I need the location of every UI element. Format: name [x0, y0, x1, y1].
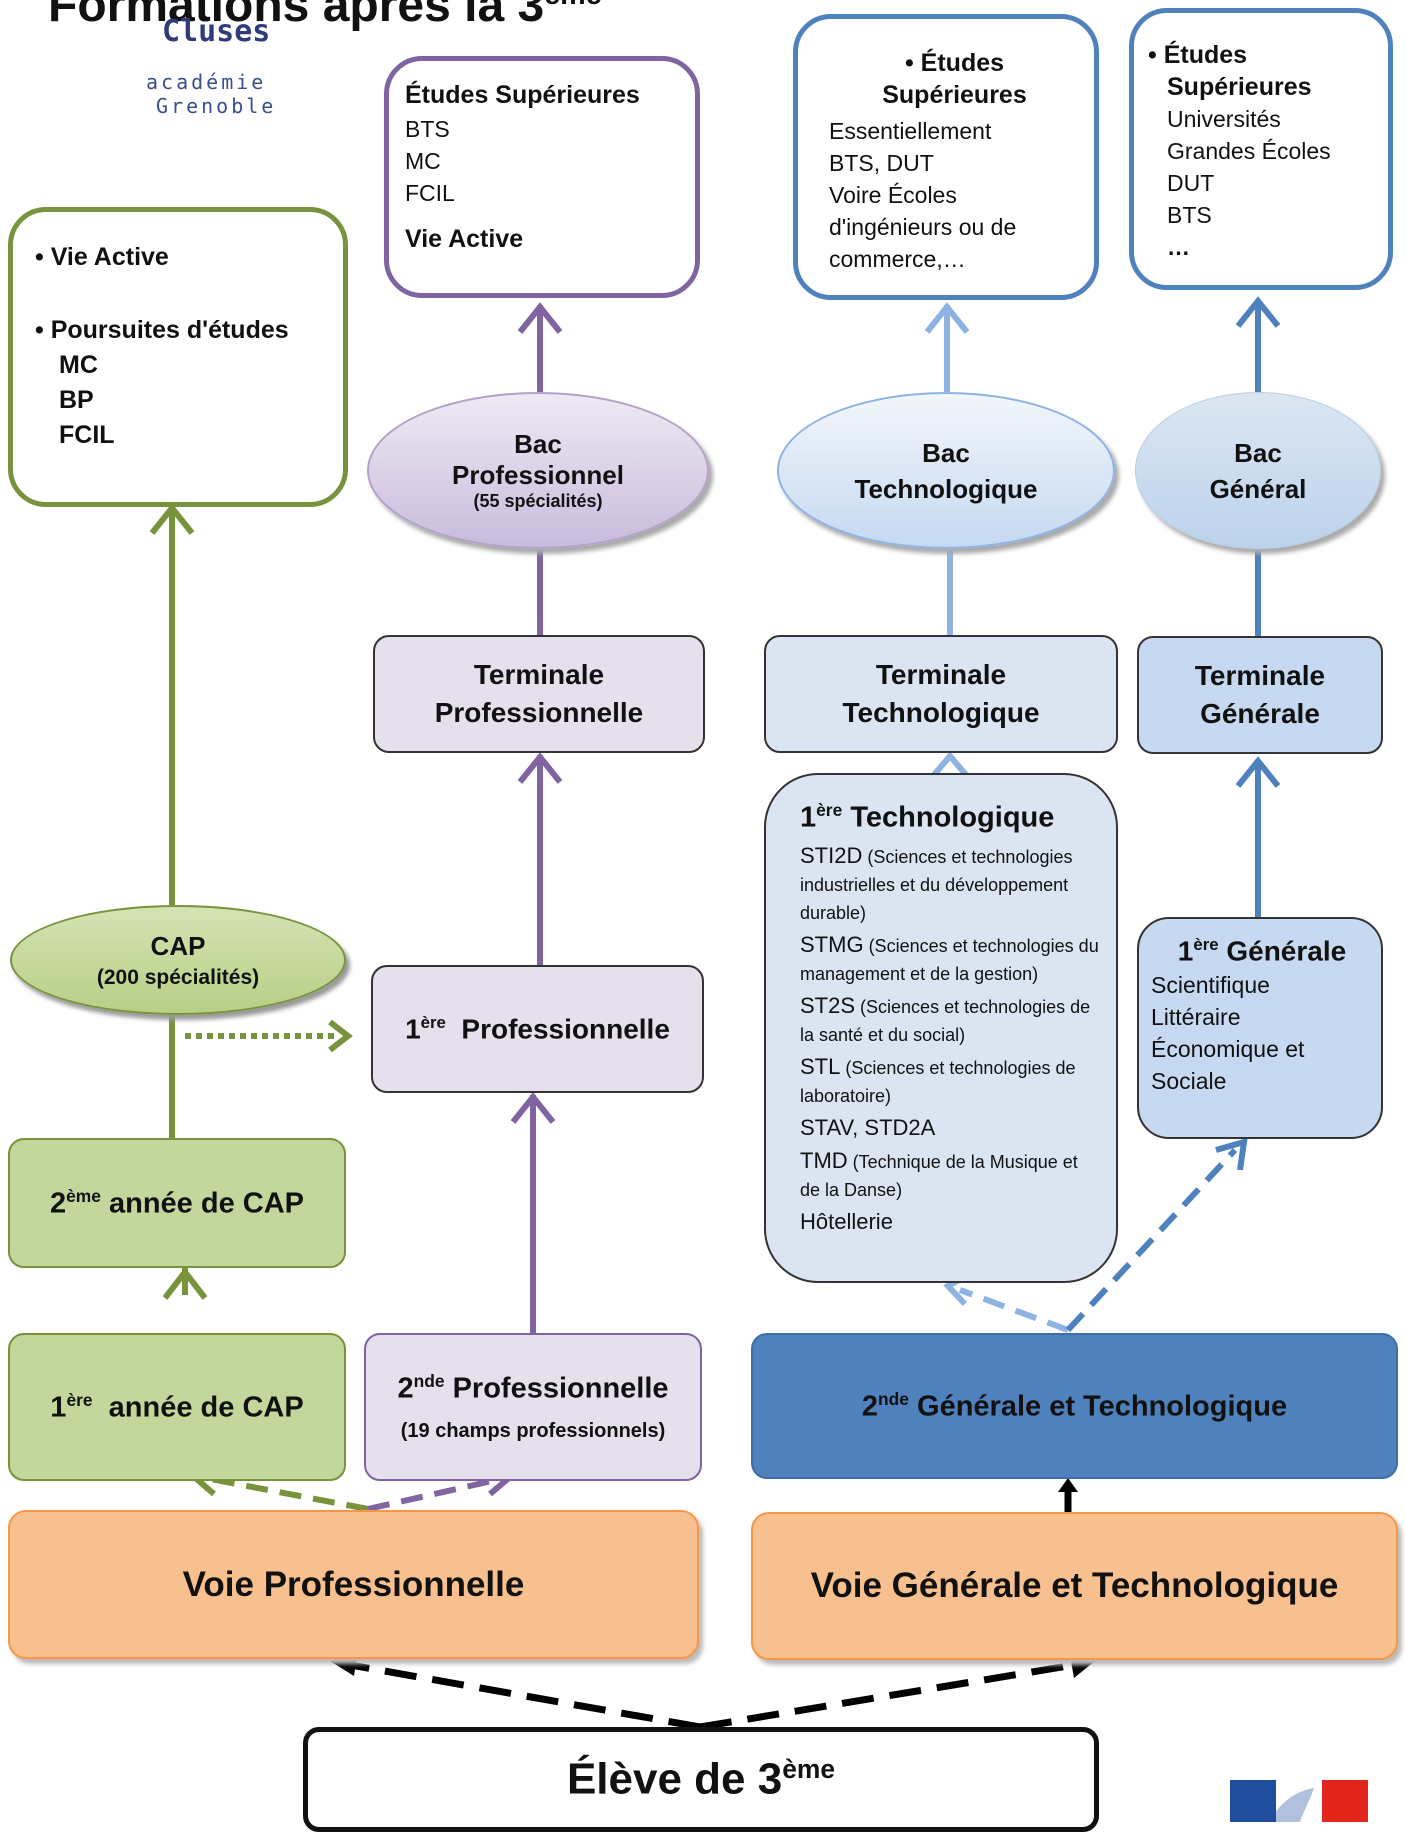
- bac-techno-line2: Technologique: [854, 473, 1038, 504]
- voie-gt-box: Voie Générale et Technologique: [751, 1512, 1398, 1660]
- techno-option-stav-std2a: STAV, STD2A: [800, 1114, 936, 1140]
- voie-pro-label: Voie Professionnelle: [182, 1564, 525, 1604]
- bac-general-ellipse: Bac Général: [1135, 392, 1381, 549]
- techno-option-stl: STL (Sciences et technologies de laborat…: [800, 1053, 1076, 1106]
- techno-line-1: Essentiellement: [829, 118, 992, 144]
- general-connectors: [1065, 296, 1281, 1333]
- general-option-2: Littéraire: [1151, 1004, 1241, 1031]
- terminale-pro-line1: Terminale: [473, 659, 605, 690]
- bac-pro-sub: (55 spécialités): [473, 491, 603, 511]
- cap-year1-box: 1ère année de CAP: [8, 1333, 346, 1481]
- eleve-box: Élève de 3ème: [303, 1727, 1099, 1832]
- purple-heading: Études Supérieures: [405, 81, 640, 109]
- purple-outcomes-box: Études Supérieures BTS MC FCIL Vie Activ…: [384, 56, 700, 298]
- general-outcomes-box: • Études Supérieures Universités Grandes…: [1129, 8, 1393, 290]
- purple-footer: Vie Active: [405, 225, 524, 253]
- premiere-general-title: 1ère Générale: [1177, 935, 1347, 967]
- bac-techno-line1: Bac: [922, 437, 970, 468]
- general-line-1: Universités: [1167, 106, 1281, 132]
- green-list-mc: MC: [59, 351, 98, 379]
- techno-option-sti2d: STI2D (Sciences et technologies industri…: [800, 842, 1073, 923]
- poursuites-item: • Poursuites d'études: [35, 316, 289, 344]
- premiere-general-box: 1ère Générale Scientifique Littéraire Éc…: [1137, 917, 1383, 1139]
- premiere-pro-box: 1ère Professionnelle: [371, 965, 704, 1093]
- page-title: Formations après la 3ème: [48, 0, 602, 32]
- cap-title: CAP: [150, 930, 206, 961]
- general-line-2: Grandes Écoles: [1167, 138, 1331, 164]
- techno-option-hotellerie: Hôtellerie: [800, 1208, 893, 1234]
- green-list-bp: BP: [59, 386, 94, 414]
- techno-line-3: Voire Écoles: [829, 182, 957, 208]
- terminale-general-box: Terminale Générale: [1137, 636, 1383, 754]
- techno-line-5: commerce,…: [829, 246, 966, 272]
- bac-techno-ellipse: Bac Technologique: [777, 392, 1115, 549]
- general-option-1: Scientifique: [1151, 972, 1270, 999]
- voie-pro-box: Voie Professionnelle: [8, 1510, 699, 1659]
- terminale-techno-line2: Technologique: [842, 697, 1040, 728]
- seconde-gt-box: 2nde Générale et Technologique: [751, 1333, 1398, 1479]
- general-option-3: Économique et: [1151, 1036, 1305, 1063]
- techno-option-st2s: ST2S (Sciences et technologies de la san…: [800, 992, 1091, 1045]
- general-line-4: BTS: [1167, 202, 1212, 228]
- general-line-5: …: [1167, 234, 1190, 260]
- cap-sub: (200 spécialités): [96, 965, 260, 989]
- voie-gt-label: Voie Générale et Technologique: [810, 1566, 1339, 1605]
- terminale-pro-box: Terminale Professionnelle: [373, 635, 705, 753]
- logo-city: Cluses: [162, 14, 271, 49]
- seconde-pro-sub: (19 champs professionnels): [400, 1419, 666, 1442]
- vie-active-item: • Vie Active: [35, 243, 169, 271]
- bac-general-line2: Général: [1209, 473, 1307, 504]
- general-bullet2: Supérieures: [1167, 73, 1312, 101]
- bac-pro-ellipse: Bac Professionnel (55 spécialités): [367, 392, 709, 549]
- cap-ellipse: CAP (200 spécialités): [10, 905, 346, 1015]
- bac-general-line1: Bac: [1234, 437, 1282, 468]
- premiere-techno-box: 1ère Technologique STI2D (Sciences et te…: [764, 773, 1118, 1283]
- terminale-techno-line1: Terminale: [875, 659, 1007, 690]
- purple-list-fcil: FCIL: [405, 180, 455, 206]
- techno-bullet1: • Études: [904, 49, 1005, 77]
- logo-line2: Grenoble: [156, 94, 277, 118]
- terminale-techno-box: Terminale Technologique: [764, 635, 1118, 753]
- general-line-3: DUT: [1167, 170, 1215, 196]
- techno-option-tmd: TMD (Technique de la Musique et de la Da…: [800, 1147, 1078, 1200]
- marianne-logo: [1230, 1760, 1370, 1822]
- green-connectors: [149, 503, 369, 1512]
- green-list-fcil: FCIL: [59, 421, 115, 449]
- purple-list-mc: MC: [405, 148, 441, 174]
- techno-line-2: BTS, DUT: [829, 150, 934, 176]
- cap-year2-box: 2ème année de CAP: [8, 1138, 346, 1268]
- purple-list-bts: BTS: [405, 116, 450, 142]
- bac-pro-line1: Bac: [514, 429, 562, 459]
- green-outcomes-box: • Vie Active • Poursuites d'études MC BP…: [8, 207, 348, 507]
- general-option-4: Sociale: [1151, 1068, 1227, 1095]
- techno-bullet2: Supérieures: [882, 81, 1027, 109]
- terminale-pro-line2: Professionnelle: [434, 697, 644, 728]
- techno-option-stmg: STMG (Sciences et technologies du manage…: [800, 931, 1099, 984]
- techno-line-4: d'ingénieurs ou de: [829, 214, 1017, 240]
- premiere-techno-title: 1ère Technologique: [800, 800, 1055, 834]
- seconde-pro-box: 2nde Professionnelle (19 champs professi…: [364, 1333, 702, 1481]
- techno-outcomes-box: • Études Supérieures Essentiellement BTS…: [793, 14, 1099, 300]
- general-bullet1: • Études: [1148, 41, 1248, 69]
- marianne-icon: [1230, 1780, 1368, 1822]
- terminale-general-line2: Générale: [1200, 698, 1320, 729]
- bac-pro-line2: Professionnel: [452, 460, 624, 490]
- logo-line1: académie: [146, 70, 267, 94]
- terminale-general-line1: Terminale: [1194, 660, 1326, 691]
